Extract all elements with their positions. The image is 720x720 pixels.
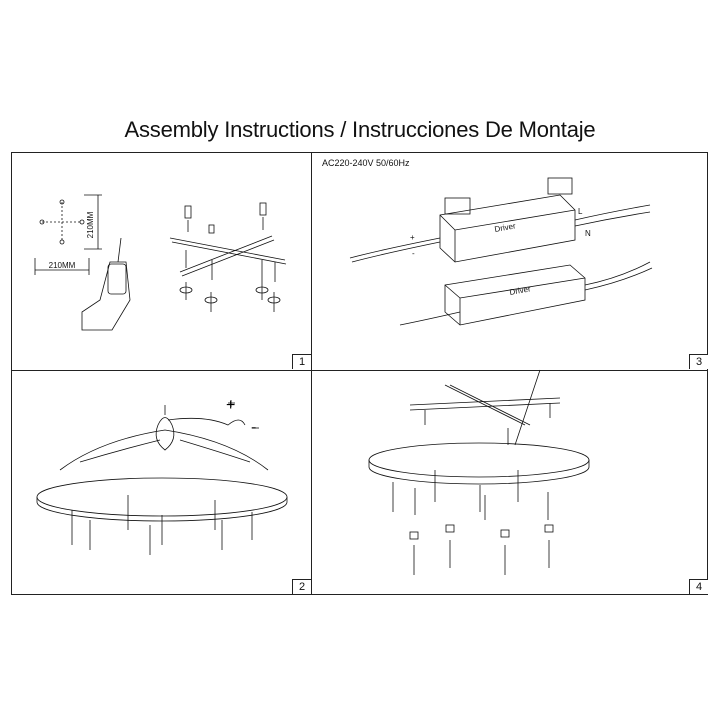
panel-3-drawing (349, 177, 653, 326)
grid-divider-horizontal (11, 370, 708, 371)
step-number-2: 2 (292, 579, 311, 594)
grid-divider-vertical (311, 152, 312, 595)
power-spec-label: AC220-240V 50/60Hz (322, 158, 410, 168)
panel-2-drawing (36, 400, 288, 555)
driver-label-2: Driver (509, 284, 532, 297)
wire-n-label: N (585, 229, 591, 238)
polarity-minus-label: - (412, 249, 415, 258)
panel-4-drawing (368, 369, 590, 575)
instruction-grid (11, 152, 708, 595)
wire-l-label: L (578, 207, 583, 216)
page-title: Assembly Instructions / Instrucciones De… (124, 117, 596, 142)
panel-1-drawing (34, 194, 287, 331)
step-number-1: 1 (292, 354, 311, 369)
dim-horizontal-label: 210MM (49, 261, 76, 270)
dim-vertical-label: 210MM (86, 211, 95, 238)
step-number-4: 4 (689, 579, 708, 594)
panel-2-minus: - (251, 419, 256, 436)
panel-2-plus: + (226, 397, 235, 414)
driver-label: Driver (494, 221, 517, 234)
step-number-3: 3 (689, 354, 708, 369)
polarity-plus-label: + (410, 233, 415, 242)
